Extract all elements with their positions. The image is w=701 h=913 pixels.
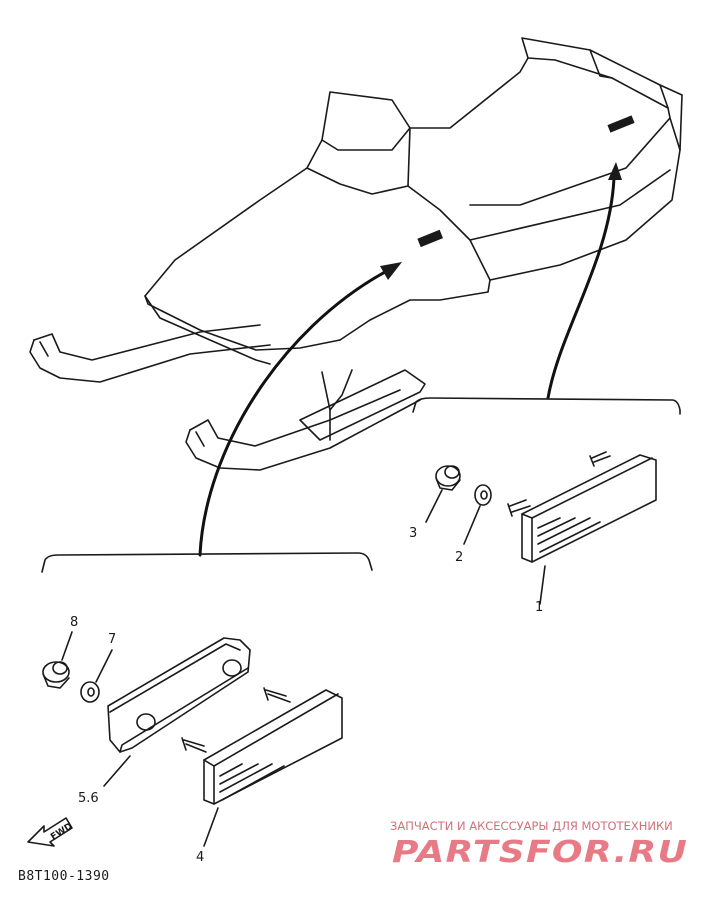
rear-reflector-assembly (425, 451, 657, 605)
part-number-4: 4 (196, 850, 204, 865)
fwd-label: FWD (49, 822, 74, 843)
snowmobile-illustration (29, 37, 683, 471)
arrow-head-rear (608, 162, 622, 180)
arrow-head-front (380, 262, 402, 280)
washer-part-7 (80, 681, 100, 703)
bracket-part-5-6 (107, 637, 251, 753)
part-number-1: 1 (535, 600, 543, 615)
part-number-7: 7 (108, 632, 116, 647)
part-number-5-6: 5.6 (78, 791, 99, 806)
drawing-code: B8T100-1390 (18, 869, 110, 884)
reflector-part-1 (521, 454, 657, 563)
fwd-direction-arrow: FWD (27, 817, 74, 847)
watermark: ЗАПЧАСТИ И АКСЕССУАРЫ ДЛЯ МОТОТЕХНИКИ PA… (390, 819, 688, 870)
washer-part-2 (474, 484, 492, 506)
nut-part-3 (435, 465, 461, 491)
reflector-part-4 (181, 687, 343, 805)
part-number-3: 3 (409, 526, 417, 541)
watermark-brand: PARTSFOR.RU (392, 835, 688, 870)
nut-part-8 (42, 661, 70, 689)
front-reflector-assembly (42, 631, 343, 847)
part-number-8: 8 (70, 615, 78, 630)
leader-arrows (198, 162, 622, 557)
watermark-tagline: ЗАПЧАСТИ И АКСЕССУАРЫ ДЛЯ МОТОТЕХНИКИ (390, 819, 673, 833)
callout-bracket-front (41, 552, 373, 573)
part-number-2: 2 (455, 550, 463, 565)
callout-bracket-rear (412, 397, 681, 415)
